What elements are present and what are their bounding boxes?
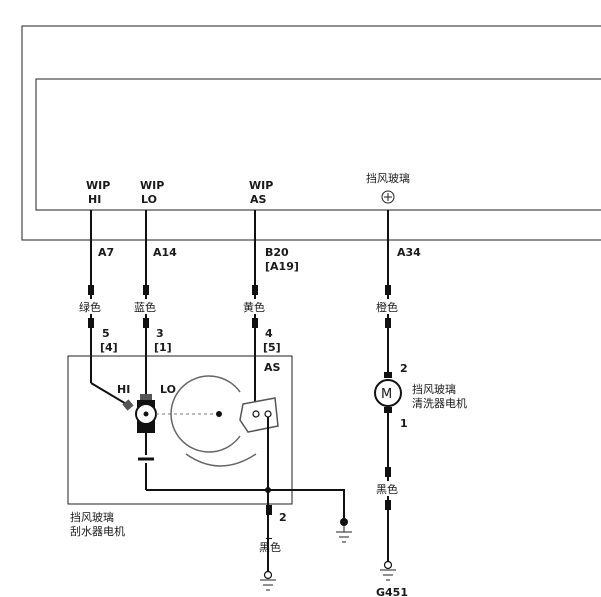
- wiper-pin-as: 4: [265, 327, 273, 340]
- connector-as-1: B20: [265, 246, 289, 259]
- module-inner-frame: [35, 78, 601, 211]
- connector-hi: A7: [98, 246, 114, 259]
- wire-hi-bend: [90, 382, 129, 406]
- pin-as-top: WIP: [249, 179, 273, 192]
- wire-color-washer: 橙色: [376, 300, 398, 314]
- connector-ticks: [88, 285, 391, 548]
- wiper-pin-as-alt: [5]: [263, 341, 281, 354]
- wiper-pin-hi-alt: [4]: [100, 341, 118, 354]
- circle-plus-icon: [381, 190, 395, 204]
- connector-lo: A14: [153, 246, 177, 259]
- wiper-pin-hi: 5: [102, 327, 110, 340]
- ground-icon: [380, 560, 396, 581]
- wiper-label-lo: LO: [160, 383, 176, 396]
- wiper-ground-pin: 2: [279, 511, 287, 524]
- pin-as-bottom: AS: [250, 193, 267, 206]
- washer-motor-symbol: M: [381, 387, 392, 402]
- wiper-motor-name-2: 刮水器电机: [70, 524, 125, 538]
- connector-washer: A34: [397, 246, 421, 259]
- wiper-pin-lo: 3: [156, 327, 164, 340]
- park-switch-cam: [156, 375, 279, 490]
- wire-color-wiper-ground: 黑色: [259, 540, 281, 554]
- washer-motor: [374, 372, 402, 413]
- pin-lo-bottom: LO: [141, 193, 157, 206]
- ground-icon: [260, 570, 276, 591]
- wire-color-hi: 绿色: [79, 300, 101, 314]
- ground-icon: [336, 518, 352, 543]
- ground-bus: [146, 489, 345, 520]
- wiper-motor-box: [67, 355, 293, 505]
- washer-motor-name-1: 挡风玻璃: [412, 382, 456, 396]
- ground-ref-label: G451: [376, 586, 408, 597]
- washer-pin-bottom: 1: [400, 417, 408, 430]
- module-outer-frame: [21, 25, 601, 241]
- wire-color-washer-ground: 黑色: [376, 482, 398, 496]
- pin-lo-top: WIP: [140, 179, 164, 192]
- pin-hi-bottom: HI: [88, 193, 101, 206]
- washer-pin-top: 2: [400, 362, 408, 375]
- connector-as-2: [A19]: [265, 260, 299, 273]
- wire-color-lo: 蓝色: [134, 300, 156, 314]
- wiper-pin-lo-alt: [1]: [154, 341, 172, 354]
- wiper-motor-name-1: 挡风玻璃: [70, 510, 114, 524]
- washer-motor-name-2: 清洗器电机: [412, 396, 467, 410]
- wiper-motor-brushes: [122, 394, 157, 490]
- pin-hi-top: WIP: [86, 179, 110, 192]
- wiper-label-as: AS: [264, 361, 281, 374]
- wiper-label-hi: HI: [117, 383, 130, 396]
- wire-color-as: 黄色: [243, 300, 265, 314]
- washer-signal-label: 挡风玻璃: [366, 171, 410, 185]
